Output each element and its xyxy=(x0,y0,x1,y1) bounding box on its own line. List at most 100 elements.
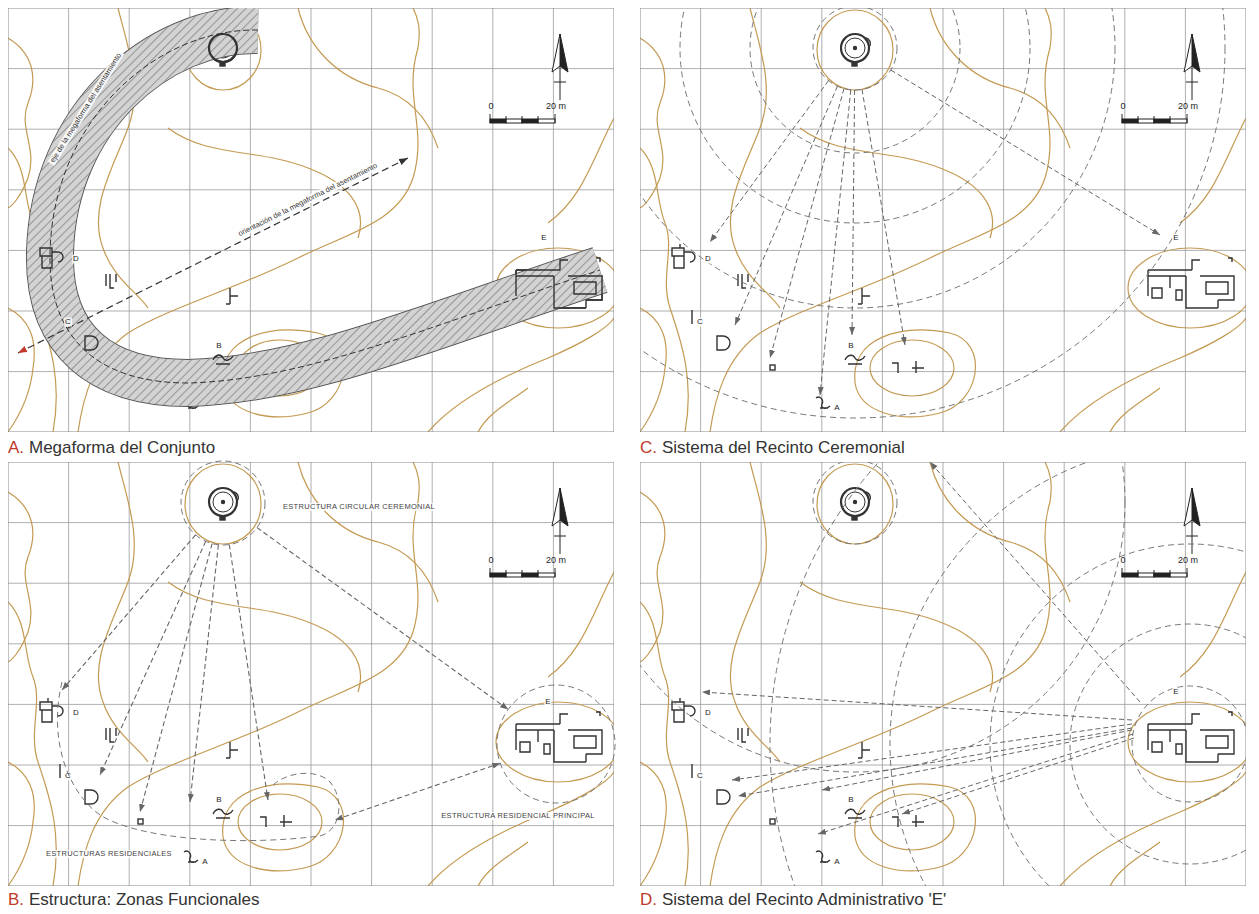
structure-letter: C xyxy=(696,772,704,781)
relation-arrow xyxy=(738,728,1132,796)
panel-administrativo xyxy=(585,232,1259,914)
structure-letter: D xyxy=(72,255,80,264)
site-base xyxy=(8,462,614,886)
influence-ring xyxy=(813,462,897,544)
relation-arrow xyxy=(229,545,268,801)
zone-outline xyxy=(496,684,616,804)
structure-letter: B xyxy=(847,796,854,805)
influence-ring xyxy=(640,462,1246,886)
principal-residence-circle: EESTRUCTURA RESIDENCIAL PRINCIPAL xyxy=(496,684,616,804)
relation-arrow xyxy=(100,541,206,775)
structure-letter: D xyxy=(72,709,80,718)
relation-arrow xyxy=(710,81,829,242)
panel-megaforma xyxy=(8,8,620,432)
relation-arrow xyxy=(820,90,851,395)
relation-arrow xyxy=(62,535,196,690)
site-base xyxy=(640,8,1246,432)
zone-heading: ESTRUCTURAS RESIDENCIALES xyxy=(45,850,173,858)
megaform-band xyxy=(50,30,600,383)
panel-letter: A. xyxy=(8,439,24,458)
panel-letter: C. xyxy=(640,439,657,458)
zone-heading: ESTRUCTURA RESIDENCIAL PRINCIPAL xyxy=(440,812,595,820)
structure-letter: A xyxy=(833,404,840,413)
zone-outline xyxy=(57,682,338,841)
scale-label: 20 m xyxy=(1178,556,1198,566)
relation-arrow xyxy=(257,528,508,710)
structure-letter: B xyxy=(847,342,854,351)
structure-plan xyxy=(209,34,237,62)
relation-arrow xyxy=(702,692,1132,720)
structure-plan xyxy=(40,248,63,268)
structure-letter: C xyxy=(64,318,72,327)
relation-arrow xyxy=(732,724,1132,780)
site-base xyxy=(640,462,1246,886)
panel-megaforma xyxy=(8,8,614,432)
influence-ring xyxy=(640,8,1115,308)
relation-arrow xyxy=(891,70,1160,235)
relation-arrow xyxy=(930,462,1140,702)
influence-ring xyxy=(750,8,960,153)
scale-label: 20 m xyxy=(546,102,566,112)
structure-letter: D xyxy=(704,709,712,718)
scale-label: 0 xyxy=(488,102,493,112)
megaform-band xyxy=(50,30,600,383)
megaform-band xyxy=(50,30,600,383)
scale-label: 20 m xyxy=(546,556,566,566)
panel-caption: Sistema del Recinto Administrativo 'E' xyxy=(662,891,946,910)
axis-label: eje de la megaforma del asentamiento xyxy=(48,50,125,166)
zone-outline xyxy=(181,461,265,545)
relation-arrow xyxy=(710,70,1160,395)
scale-label: 0 xyxy=(488,556,493,566)
relation-arrow xyxy=(852,90,855,335)
ceremonial-zone-circle: ESTRUCTURA CIRCULAR CEREMONIAL xyxy=(180,460,266,546)
influence-ring xyxy=(770,462,1246,886)
megaform-band xyxy=(50,30,600,383)
scale-label: 20 m xyxy=(1178,102,1198,112)
structure-letter: E xyxy=(1172,234,1179,243)
structure-letter: C xyxy=(696,318,704,327)
structure-letter: A xyxy=(201,858,208,867)
panel-caption: Estructura: Zonas Funcionales xyxy=(29,891,260,910)
zone-outline xyxy=(180,460,266,546)
site-base xyxy=(8,8,614,432)
panel-caption: Sistema del Recinto Ceremonial xyxy=(662,439,905,458)
relation-arrow xyxy=(902,738,1134,814)
residential-zone: ESTRUCTURAS RESIDENCIALES xyxy=(40,680,345,860)
scale-label: 0 xyxy=(1120,102,1125,112)
panel-ceremonial xyxy=(640,8,1246,432)
relation-arrow xyxy=(862,89,905,345)
influence-ring xyxy=(640,8,1225,418)
structure-letter: E xyxy=(1172,688,1179,697)
panel-zonas xyxy=(8,462,620,886)
scale-label: 0 xyxy=(1120,556,1125,566)
influence-ring xyxy=(990,544,1246,886)
structure-letter: E xyxy=(540,234,547,243)
structure-plan xyxy=(40,34,602,364)
relation-arrow xyxy=(702,462,1140,834)
relation-arrow xyxy=(770,89,844,358)
relation-arrow xyxy=(822,730,1132,790)
structure-plan xyxy=(516,260,602,308)
panel-letter: D. xyxy=(640,891,657,910)
zone-letter: E xyxy=(544,698,551,707)
panel-administrativo xyxy=(640,462,1246,886)
influence-ring xyxy=(640,8,1225,418)
panel-caption: Megaforma del Conjunto xyxy=(29,439,215,458)
panel-ceremonial xyxy=(485,0,1252,432)
relation-arrow xyxy=(140,544,212,812)
structure-letter: A xyxy=(833,858,840,867)
structure-letter: B xyxy=(215,342,222,351)
megaform-band xyxy=(50,30,600,383)
structure-letter: B xyxy=(215,796,222,805)
relation-arrow xyxy=(735,86,838,325)
relation-arrow xyxy=(190,545,218,802)
structure-letter: D xyxy=(704,255,712,264)
zone-outline xyxy=(40,680,345,860)
influence-ring xyxy=(813,8,897,90)
axis-label: orientación de la megaforma del asentami… xyxy=(235,161,380,239)
influence-ring xyxy=(680,8,1030,223)
influence-ring xyxy=(640,462,1125,772)
